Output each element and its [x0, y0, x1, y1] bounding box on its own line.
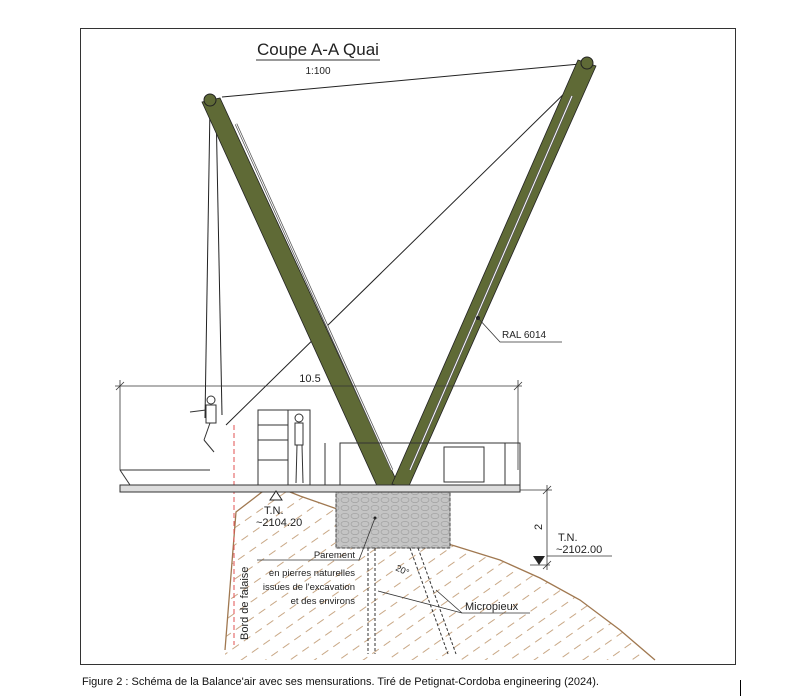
cables — [204, 63, 581, 426]
level-marker-right — [533, 556, 545, 565]
tn-right-label: T.N. — [558, 532, 578, 544]
tn-left-value: ~2104.20 — [256, 517, 302, 529]
tn-right-value: ~2102.00 — [556, 544, 602, 556]
right-pivot — [580, 56, 594, 70]
parement-line-3: et des environs — [291, 596, 356, 607]
foundation — [335, 491, 451, 549]
dimension-width — [115, 380, 523, 470]
platform — [119, 409, 521, 493]
level-marker-left — [269, 490, 283, 501]
dimension-height-label: 2 — [533, 524, 545, 530]
parement-title: Parement — [314, 550, 356, 561]
color-label: RAL 6014 — [502, 330, 547, 341]
drawing-title: Coupe A-A Quai — [257, 40, 379, 59]
dimension-width-label: 10.5 — [299, 373, 320, 385]
parement-line-2: issues de l'excavation — [263, 582, 355, 593]
drawing-scale: 1:100 — [305, 66, 330, 77]
cliff-edge-label: Bord de falaise — [239, 567, 251, 640]
text-cursor — [740, 680, 741, 696]
dimension-height — [520, 485, 612, 570]
left-pivot — [203, 93, 217, 107]
drawing-frame — [80, 28, 736, 665]
micropieux-label: Micropieux — [465, 601, 519, 613]
person-figures — [189, 395, 304, 484]
parement-line-1: en pierres naturelles — [269, 568, 355, 579]
tn-left-label: T.N. — [264, 505, 284, 517]
micropiles — [367, 547, 457, 655]
terrain — [225, 490, 655, 660]
figure-caption: Figure 2 : Schéma de la Balance'air avec… — [82, 676, 599, 688]
